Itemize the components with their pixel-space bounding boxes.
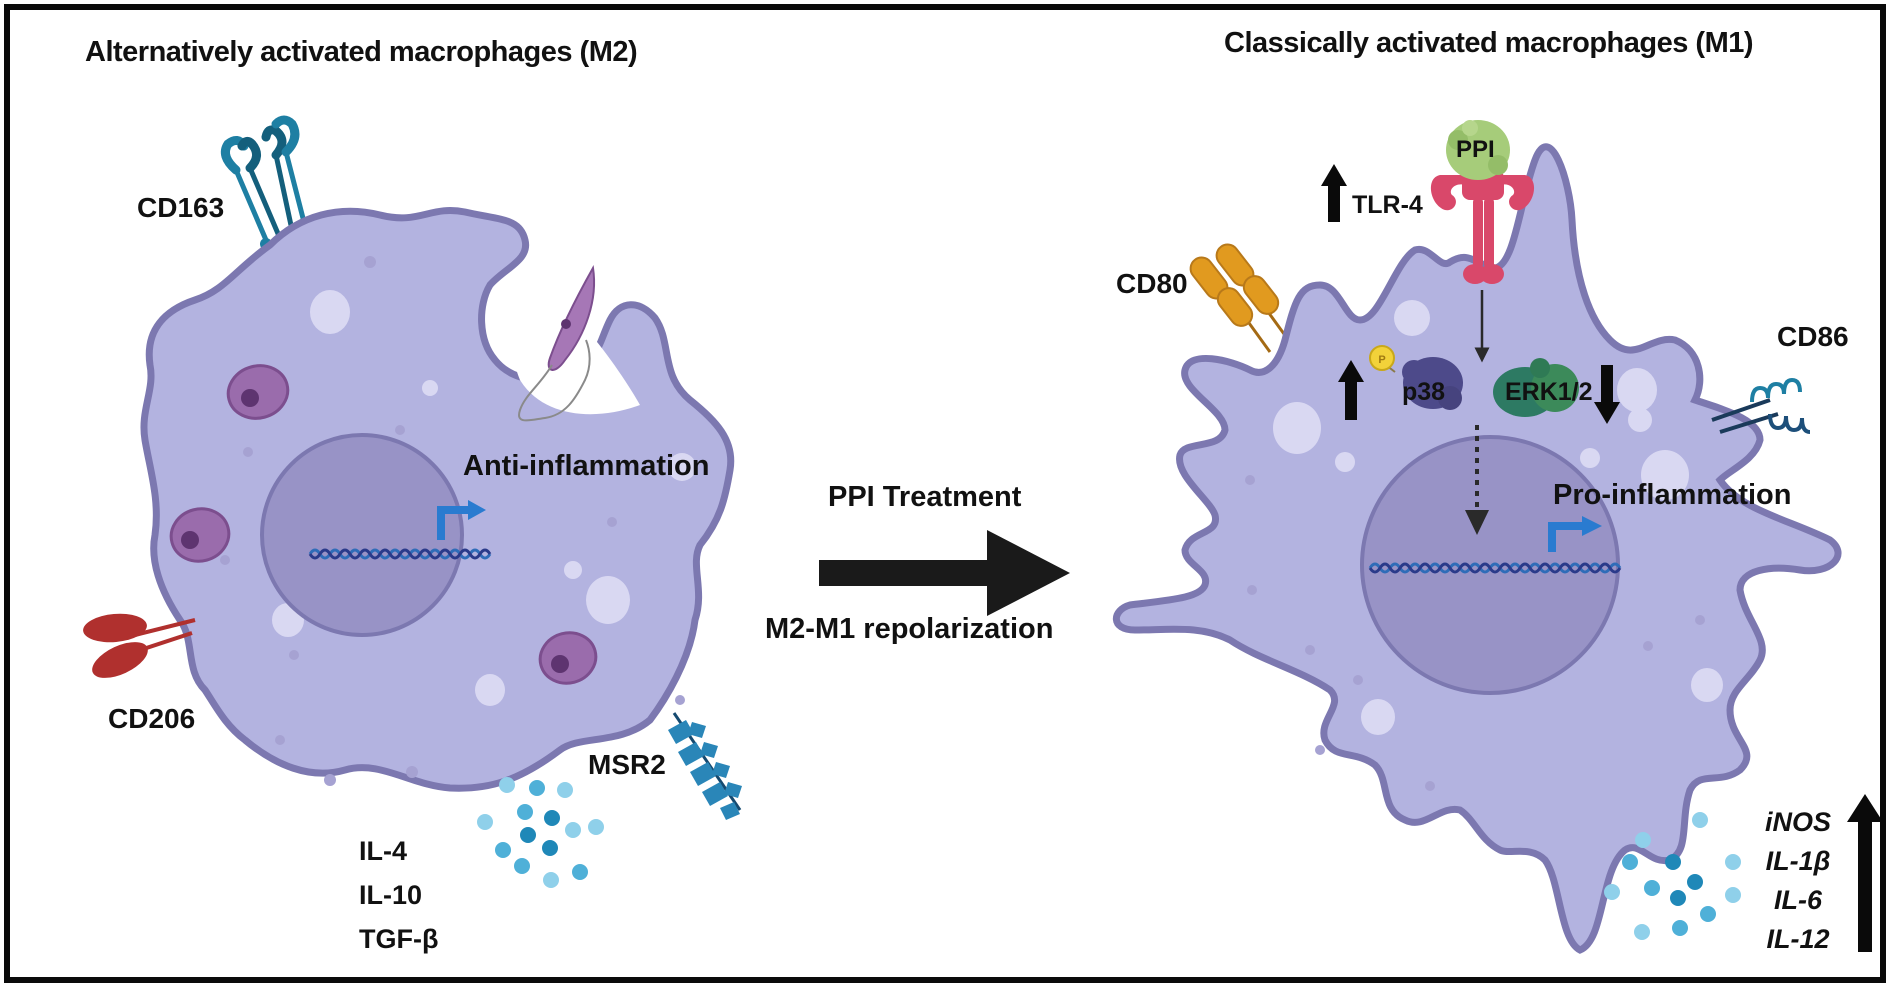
phosphate-icon: P bbox=[1369, 345, 1395, 371]
m2-nucleus bbox=[260, 433, 464, 637]
dna-icon bbox=[1368, 562, 1622, 574]
cytokine-dot bbox=[543, 872, 559, 888]
cytokine-dot bbox=[1670, 890, 1686, 906]
m1-macrophage: P bbox=[1112, 120, 1883, 954]
cytokine-dot bbox=[1700, 906, 1716, 922]
anti-inflammation-label: Anti-inflammation bbox=[463, 450, 710, 482]
cd206-receptor-icon bbox=[83, 613, 196, 678]
p38-kinase-icon bbox=[1381, 357, 1463, 410]
erk-down-arrow-icon bbox=[1594, 365, 1620, 424]
cytokine-dot bbox=[1635, 832, 1651, 848]
cd206-label: CD206 bbox=[108, 703, 196, 734]
cytokine-dot bbox=[477, 814, 493, 830]
cytokine-dot bbox=[544, 810, 560, 826]
cytokine-dot bbox=[1644, 880, 1660, 896]
cytokine-dot bbox=[1622, 854, 1638, 870]
cytokine-dot bbox=[1665, 854, 1681, 870]
erk-label: ERK1/2 bbox=[1505, 378, 1593, 406]
cd86-label: CD86 bbox=[1777, 321, 1849, 352]
output-item: iNOS bbox=[1764, 807, 1831, 837]
cytokine-dot bbox=[542, 840, 558, 856]
p38-label: p38 bbox=[1402, 378, 1446, 406]
m2-title: Alternatively activated macrophages (M2) bbox=[85, 36, 638, 68]
cytokine-dot bbox=[520, 827, 536, 843]
promoter-arrow-icon bbox=[1548, 522, 1584, 552]
cytokine-dot bbox=[499, 777, 515, 793]
promastigote-icon bbox=[518, 264, 596, 422]
output-item: IL-6 bbox=[1773, 885, 1822, 915]
tlr4-up-arrow-icon bbox=[1321, 164, 1347, 222]
cd163-label: CD163 bbox=[137, 192, 225, 223]
m1-title: Classically activated macrophages (M1) bbox=[1224, 27, 1754, 59]
cytokine-dot bbox=[517, 804, 533, 820]
treatment-label: PPI Treatment bbox=[828, 481, 1022, 513]
erk-kinase-icon bbox=[1493, 358, 1579, 417]
p38-up-arrow-icon bbox=[1338, 360, 1364, 420]
ppi-label: PPI bbox=[1456, 136, 1495, 163]
cytokine-dot bbox=[1634, 924, 1650, 940]
output-item: IL-1β bbox=[1765, 846, 1831, 876]
vesicles bbox=[272, 290, 696, 706]
cytokine-dot bbox=[588, 819, 604, 835]
phosphate-label: P bbox=[1378, 354, 1385, 366]
dna-icon bbox=[308, 548, 492, 560]
msr2-label: MSR2 bbox=[588, 749, 666, 780]
ppi-ligand-icon bbox=[1446, 120, 1510, 180]
cytokine-dot bbox=[514, 858, 530, 874]
cytokine-dot bbox=[565, 822, 581, 838]
promoter-arrow-icon bbox=[437, 506, 470, 540]
treatment-arrow[interactable] bbox=[819, 530, 1070, 616]
cytokine-dot bbox=[1692, 812, 1708, 828]
outputs-up-arrow-icon bbox=[1847, 794, 1883, 952]
m2-cytokine-dots bbox=[477, 777, 604, 888]
repolarization-label: M2-M1 repolarization bbox=[765, 613, 1054, 645]
cytokine-item: IL-4 bbox=[359, 836, 408, 866]
amastigote-icon bbox=[169, 364, 598, 685]
pro-inflammation-label: Pro-inflammation bbox=[1553, 479, 1792, 511]
cytokine-dot bbox=[1725, 854, 1741, 870]
cytokine-dot bbox=[495, 842, 511, 858]
cytokine-dot bbox=[1672, 920, 1688, 936]
cytokine-dot bbox=[1725, 887, 1741, 903]
tlr4-receptor-icon bbox=[1430, 170, 1535, 284]
cytokine-item: IL-10 bbox=[359, 880, 423, 910]
m1-cytokine-dots bbox=[1604, 812, 1741, 940]
tlr4-label: TLR-4 bbox=[1352, 191, 1423, 219]
cd80-receptor-icon bbox=[1189, 243, 1294, 353]
cytokine-dot bbox=[529, 780, 545, 796]
cytokine-dot bbox=[572, 864, 588, 880]
cytokine-dot bbox=[1604, 884, 1620, 900]
cd80-label: CD80 bbox=[1116, 268, 1188, 299]
cytokine-dot bbox=[1687, 874, 1703, 890]
cytokine-dot bbox=[557, 782, 573, 798]
m1-output-list: iNOS IL-1β IL-6 IL-12 bbox=[1758, 803, 1838, 959]
msr2-receptor-icon bbox=[668, 712, 742, 820]
cd86-receptor-icon bbox=[1711, 377, 1811, 434]
cytokine-item: TGF-β bbox=[359, 924, 439, 954]
m2-macrophage bbox=[83, 115, 742, 888]
output-item: IL-12 bbox=[1766, 924, 1830, 954]
m2-cytokine-list: IL-4 IL-10 TGF-β bbox=[359, 829, 438, 961]
